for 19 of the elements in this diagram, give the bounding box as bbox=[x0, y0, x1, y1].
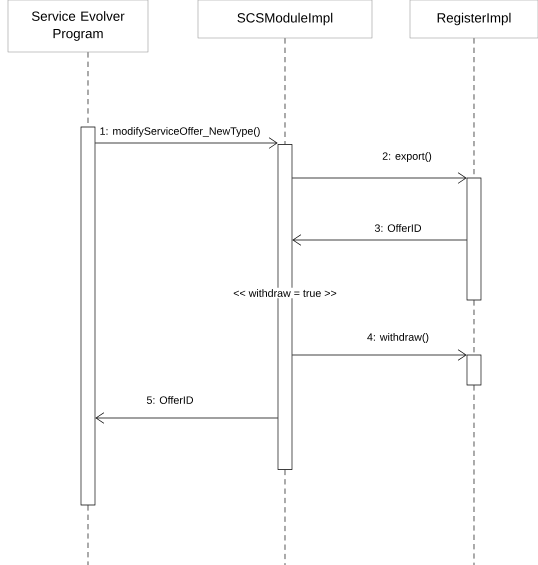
lifeline-header: Service Evolver Program bbox=[8, 0, 148, 52]
message-arrow bbox=[292, 234, 467, 246]
message-label: 3: OfferID bbox=[373, 222, 423, 234]
message-arrow bbox=[95, 412, 278, 424]
message-arrow bbox=[95, 137, 278, 149]
message-arrow bbox=[292, 172, 467, 184]
message-label: 1: modifyServiceOffer_NewType() bbox=[98, 126, 262, 138]
lifeline bbox=[284, 470, 286, 565]
message-label: 5: OfferID bbox=[145, 394, 195, 406]
activation-bar bbox=[466, 354, 482, 386]
guard-condition: << withdraw = true >> bbox=[232, 288, 338, 298]
activation-bar bbox=[80, 126, 96, 506]
message-label: 4: withdraw() bbox=[366, 332, 430, 344]
message-arrow bbox=[292, 349, 467, 361]
lifeline-header: RegisterImpl bbox=[410, 0, 538, 38]
activation-bar bbox=[466, 178, 482, 300]
message-label: 2: export() bbox=[380, 150, 434, 164]
lifeline-header: SCSModuleImpl bbox=[198, 0, 372, 38]
lifeline bbox=[284, 38, 286, 144]
